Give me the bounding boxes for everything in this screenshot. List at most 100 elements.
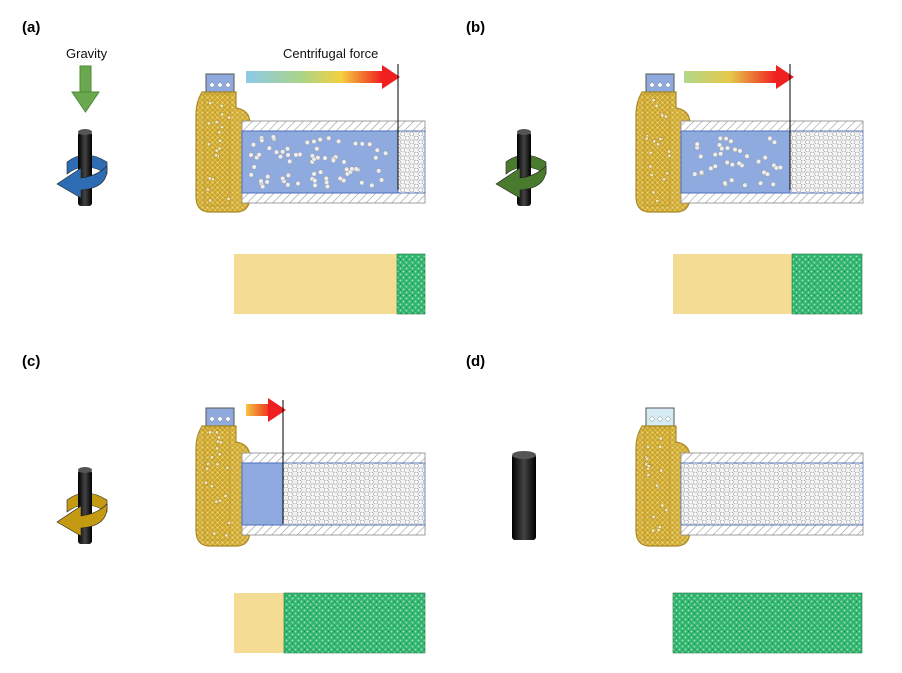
particle-icon	[220, 125, 225, 130]
particle-icon	[645, 444, 650, 449]
packed-particle-region	[789, 130, 864, 194]
particle-icon	[660, 113, 665, 118]
mold-wall-top	[680, 452, 864, 464]
particle-icon	[206, 121, 211, 126]
particle-icon	[771, 139, 778, 145]
particle-icon	[692, 171, 698, 177]
mold-wall-top	[241, 452, 426, 464]
mold-channel	[680, 120, 864, 204]
particle-icon	[208, 430, 213, 435]
particle-icon	[662, 177, 667, 182]
particle-icon	[330, 157, 336, 164]
particle-icon	[379, 177, 385, 183]
particle-icon	[265, 174, 271, 180]
particle-icon	[658, 444, 663, 449]
panel-label-a: (a)	[22, 19, 40, 36]
particle-icon	[285, 152, 291, 158]
particle-icon	[359, 180, 365, 186]
particle-icon	[762, 155, 768, 161]
particle-icon	[207, 176, 212, 181]
centrifugal-arrow-icon	[246, 64, 400, 190]
particle-icon	[312, 178, 318, 184]
particle-icon	[732, 146, 738, 153]
particle-icon	[648, 164, 653, 169]
particle-icon	[225, 416, 231, 422]
particle-icon	[322, 155, 328, 161]
particle-icon	[367, 141, 373, 147]
particle-icon	[718, 151, 724, 157]
particle-icon	[278, 154, 284, 160]
particle-icon	[665, 171, 670, 176]
particle-icon	[767, 135, 773, 141]
particle-icon	[729, 162, 735, 168]
particle-icon	[770, 181, 776, 187]
particle-icon	[317, 137, 323, 143]
particle-icon	[657, 416, 663, 422]
particle-icon	[744, 153, 750, 159]
particle-icon	[218, 138, 223, 143]
particle-icon	[209, 82, 215, 88]
particle-icon	[218, 440, 223, 445]
particle-icon	[383, 150, 389, 156]
particle-icon	[224, 533, 229, 538]
particle-icon	[708, 165, 714, 171]
particle-icon	[212, 531, 217, 536]
particle-icon	[223, 493, 228, 498]
particle-icon	[349, 166, 355, 172]
particle-icon	[256, 152, 262, 158]
composite-region	[283, 592, 426, 654]
particle-icon	[208, 101, 213, 106]
particle-icon	[315, 155, 321, 161]
particle-icon	[311, 138, 317, 145]
particle-icon	[698, 169, 705, 175]
particle-icon	[225, 465, 230, 470]
particle-icon	[312, 182, 318, 188]
liquid-region	[241, 462, 284, 526]
composite-region	[791, 253, 863, 315]
particle-icon	[698, 153, 704, 160]
particle-icon	[667, 149, 672, 154]
particle-icon	[314, 146, 320, 152]
particle-icon	[728, 138, 734, 144]
particle-icon	[206, 461, 211, 466]
particle-icon	[737, 148, 743, 154]
particle-icon	[665, 416, 671, 422]
particle-icon	[658, 436, 663, 441]
particle-icon	[293, 152, 299, 158]
particle-icon	[217, 416, 223, 422]
particle-icon	[214, 120, 219, 125]
particle-icon	[724, 145, 731, 151]
mold-channel	[680, 452, 864, 536]
particle-icon	[758, 180, 764, 186]
particle-icon	[764, 171, 771, 177]
composition-bar	[672, 592, 863, 654]
particle-icon	[646, 464, 651, 469]
particle-icon	[651, 514, 656, 519]
particle-icon	[648, 150, 653, 155]
particle-icon	[756, 159, 762, 165]
particle-icon	[655, 199, 660, 204]
mold-wall-bottom	[680, 524, 864, 536]
particle-icon	[217, 146, 222, 151]
particle-icon	[373, 155, 379, 161]
particle-icon	[655, 483, 660, 488]
particle-icon	[217, 130, 222, 135]
particle-icon	[667, 153, 672, 158]
rod-icon	[512, 451, 536, 540]
particle-icon	[742, 182, 748, 188]
particle-icon	[665, 82, 671, 88]
particle-icon	[651, 98, 656, 103]
mold-channel	[241, 452, 426, 536]
particle-icon	[217, 452, 222, 457]
particle-icon	[259, 137, 265, 143]
particle-icon	[336, 138, 342, 144]
gravity-label: Gravity	[66, 46, 108, 61]
particle-icon	[664, 508, 669, 513]
particle-icon	[654, 103, 659, 108]
particle-icon	[304, 139, 310, 146]
particle-icon	[729, 177, 735, 183]
composition-bar	[234, 592, 426, 654]
particle-icon	[205, 466, 210, 471]
particle-icon	[219, 103, 224, 108]
